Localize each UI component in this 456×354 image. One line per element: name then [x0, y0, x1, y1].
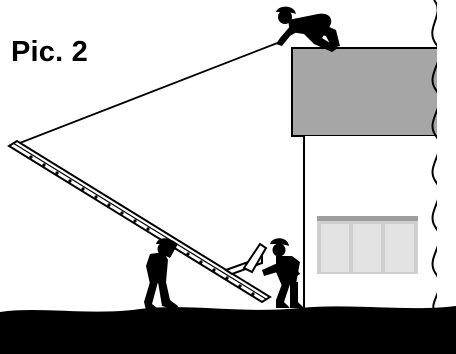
roof-slab: [292, 48, 444, 136]
rope-icon: [12, 42, 280, 146]
worker-on-roof-icon: [276, 7, 340, 52]
ground-icon: [0, 306, 456, 354]
window-icon: [317, 216, 418, 274]
building-icon: [292, 0, 456, 320]
worker-lifting-ladder-icon: [144, 238, 178, 310]
extension-ladder-icon: [9, 141, 270, 302]
